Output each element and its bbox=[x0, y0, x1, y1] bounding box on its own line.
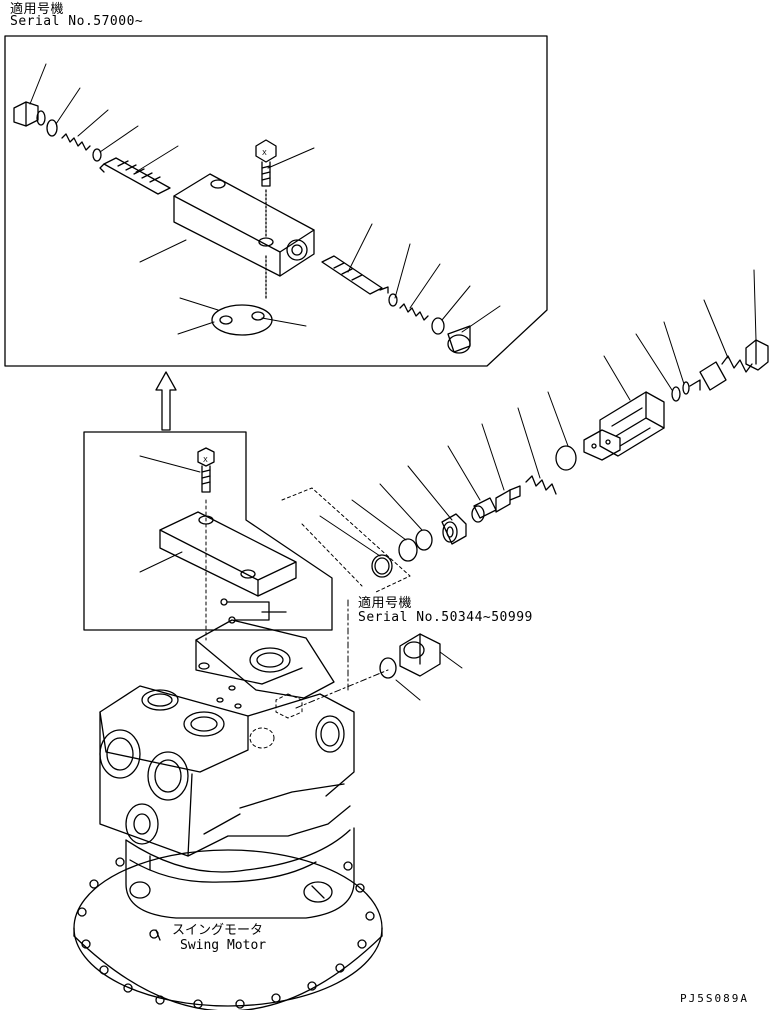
spring-left bbox=[62, 134, 90, 150]
fitting-right bbox=[400, 634, 440, 676]
valve-block bbox=[174, 174, 314, 276]
bracket-dashes bbox=[282, 488, 410, 592]
o-ring-small-left bbox=[93, 149, 101, 161]
leader-lines-right bbox=[320, 270, 756, 556]
svg-text:X: X bbox=[203, 456, 208, 464]
bolt-middle: X bbox=[198, 448, 214, 492]
dashed-callout bbox=[250, 694, 302, 748]
mid-note-serial: Serial No.50344~50999 bbox=[358, 610, 533, 625]
bolt-top: X bbox=[256, 140, 276, 236]
o-ring-right bbox=[432, 318, 444, 334]
leader-lines-top bbox=[30, 64, 500, 334]
svg-text:X: X bbox=[262, 149, 267, 157]
spool-left bbox=[100, 158, 170, 194]
plug-left bbox=[14, 102, 45, 126]
o-ring-fitting bbox=[380, 658, 396, 678]
top-inset-frame bbox=[5, 36, 547, 366]
middle-inset-frame bbox=[84, 432, 332, 630]
mid-note-jp: 適用号機 bbox=[358, 596, 413, 611]
o-ring-left bbox=[47, 120, 57, 136]
swing-motor bbox=[74, 620, 382, 1010]
top-note-serial: Serial No.57000~ bbox=[10, 14, 144, 29]
motor-label-en: Swing Motor bbox=[180, 938, 267, 953]
symbol-middle bbox=[221, 599, 286, 623]
plug-right bbox=[448, 326, 470, 353]
plate-middle bbox=[160, 512, 296, 596]
leader-lines-fitting bbox=[396, 652, 462, 700]
drawing-code: PJ5S089A bbox=[680, 992, 749, 1005]
arrow-up-icon bbox=[156, 372, 176, 430]
guide-to-motor bbox=[296, 670, 388, 708]
o-ring-small-right bbox=[389, 294, 397, 306]
exploded-parts-right bbox=[372, 340, 768, 577]
top-note-jp: 適用号機 bbox=[10, 2, 65, 17]
spring-right bbox=[400, 304, 428, 320]
leader-lines-mid bbox=[140, 456, 200, 572]
motor-label-jp: スイングモータ bbox=[172, 923, 264, 938]
spool-right bbox=[322, 256, 388, 294]
